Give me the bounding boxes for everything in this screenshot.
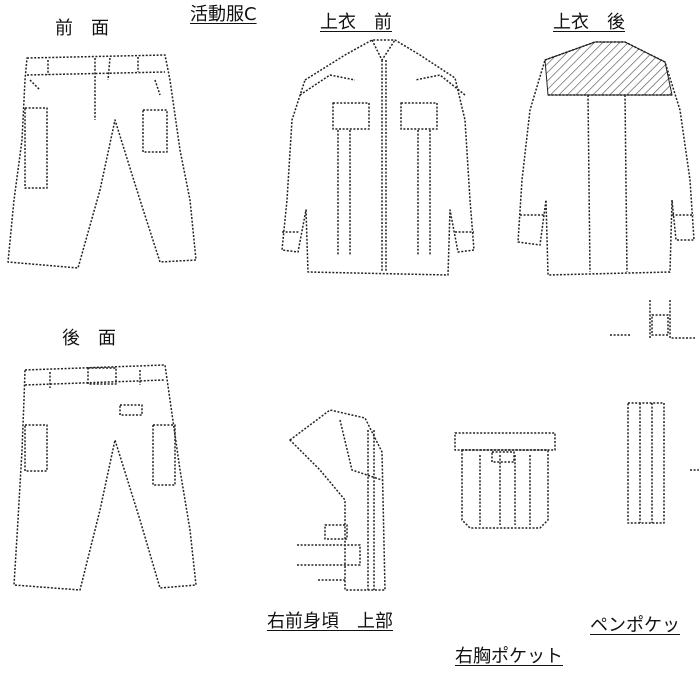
- pen-pocket-drawing: [610, 300, 699, 524]
- right-chest-pocket-drawing: [454, 432, 556, 529]
- label-pen-pocket: ペンポケッ: [590, 615, 680, 636]
- label-pants-back: 後 面: [62, 328, 116, 349]
- jacket-front-drawing: [281, 39, 475, 276]
- jacket-back-drawing: [517, 41, 695, 276]
- label-pants-front: 前 面: [55, 18, 109, 39]
- label-jacket-back: 上衣 後: [553, 12, 625, 33]
- pants-back-drawing: [13, 364, 197, 591]
- label-right-front-upper: 右前身頃 上部: [267, 611, 393, 632]
- pants-front-drawing: [7, 54, 197, 269]
- right-front-upper-drawing: [289, 409, 386, 591]
- diagram-title: 活動服C: [190, 4, 257, 25]
- label-right-chest-pocket: 右胸ポケット: [455, 646, 563, 667]
- label-jacket-front: 上衣 前: [320, 12, 392, 33]
